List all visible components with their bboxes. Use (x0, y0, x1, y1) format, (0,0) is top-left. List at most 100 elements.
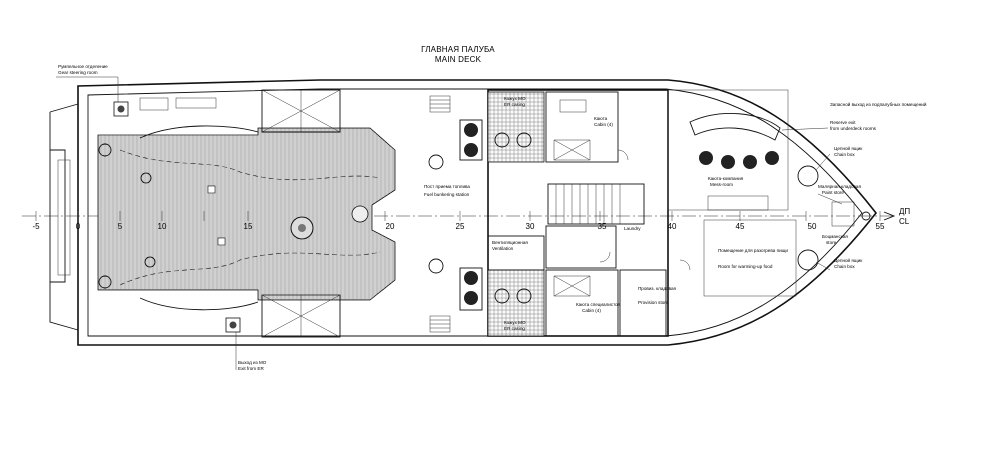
fuel-pump-bot-1 (464, 271, 478, 285)
capstan (351, 205, 369, 223)
label-chain-top-en: Chain box (834, 152, 855, 157)
frame-label: -5 (32, 222, 40, 231)
frame-label: 25 (456, 222, 465, 231)
coil-top (428, 154, 444, 170)
er-fan-bot-2 (516, 288, 532, 304)
frame-label: 0 (76, 222, 81, 231)
frame-label: 55 (876, 222, 885, 231)
frame-label: 5 (118, 222, 123, 231)
label-exit-er-ru: Выход из МО (238, 360, 267, 365)
label-laundry-en: Laundry (624, 226, 641, 231)
laundry-room (545, 225, 617, 269)
steering-rudder-top (117, 105, 125, 113)
label-paint-en: Paint store (822, 190, 844, 195)
frame-label: 10 (158, 222, 167, 231)
title-ru: ГЛАВНАЯ ПАЛУБА (421, 45, 495, 54)
roller-upper (139, 125, 259, 139)
er-fan-top-1 (494, 132, 510, 148)
messroom-sofa (689, 113, 781, 141)
label-fuel-ru: Пост приема топлива (424, 184, 470, 189)
label-provision-ru: Провиз. кладовая (638, 286, 677, 291)
label-cabin-bot-ru: Каюта специалистов (576, 302, 621, 307)
label-er-casing-bot-en: ER casing (504, 326, 525, 331)
title-en: MAIN DECK (435, 55, 482, 64)
label-er-casing-bot-ru: Кожух МО (504, 320, 526, 325)
steering-console (139, 97, 169, 111)
label-food-en: Room for warming-up food (718, 264, 773, 269)
frame-label: 45 (736, 222, 745, 231)
roller-lower (139, 297, 259, 311)
er-casing-bot-room (487, 269, 545, 337)
label-chain-bot-en: Chain box (834, 264, 855, 269)
centerline-arrow (883, 211, 896, 221)
mess-table-1 (699, 151, 713, 165)
cabin-bot-bunks (553, 275, 591, 297)
leader-chain-bot (815, 261, 831, 271)
frame-label: 30 (526, 222, 535, 231)
label-vent-ru: Вентиляционная (492, 240, 528, 245)
label-emergency-ru: Запасной выход из подпалубных помещений (830, 101, 927, 107)
label-food-ru: Помещение для разогрева пищи (718, 248, 788, 253)
frame-label: 15 (244, 222, 253, 231)
deck-fitting-1 (207, 185, 216, 194)
er-fan-top-2 (516, 132, 532, 148)
label-er-casing-top-en: ER casing (504, 102, 525, 107)
label-exit-er-en: Exit from ER (238, 366, 264, 371)
hull-outline (77, 79, 878, 346)
frame-label: 40 (668, 222, 677, 231)
label-cabin-top-en: Cabin (4) (594, 122, 613, 127)
door-arc-1 (617, 149, 629, 161)
centerline-label-ru: ДП (899, 207, 910, 216)
provision-room (619, 269, 667, 337)
leader-emergency (781, 127, 829, 131)
label-paint-ru: Малярная кладовая (818, 184, 861, 189)
fuel-unit-top (459, 119, 483, 161)
aft-deck-area (97, 127, 396, 301)
chain-box-top (797, 165, 819, 187)
frame-label: 35 (598, 222, 607, 231)
hull-inner-outline (87, 88, 863, 337)
cabin-top-desk (559, 99, 587, 113)
leader-chain-top (815, 153, 831, 171)
paint-store-box (831, 201, 855, 227)
frame-ticks (35, 211, 881, 221)
label-cabin-bot-en: Cabin (4) (582, 308, 601, 313)
bollard-aft-1 (98, 143, 112, 157)
label-fuel-en: Fuel bunkering station (424, 192, 470, 197)
cabin-top-room (545, 91, 619, 163)
door-arc-2 (599, 251, 611, 263)
label-chain-bot-ru: Цепной ящик (834, 257, 863, 263)
coil-bot (428, 258, 444, 274)
leader-steering (56, 76, 119, 102)
crane-hatch-top (261, 89, 341, 133)
bow-fitting (861, 211, 871, 221)
label-emergency-en1: Reserve exit (830, 120, 856, 125)
label-er-casing-top-ru: Кожух МО (504, 96, 526, 101)
cabin-top-bunks (553, 139, 591, 161)
label-messroom-en: Mess-room (710, 182, 733, 187)
er-casing-top-room (487, 91, 545, 163)
label-provision-en: Provision store (638, 300, 669, 305)
label-chain-top-ru: Цепной ящик (834, 145, 863, 151)
stern-hatch-top (175, 97, 217, 109)
label-emergency-en2: from underdeck rooms (830, 126, 877, 131)
mess-table-4 (765, 151, 779, 165)
label-boatswain-en: store (826, 240, 837, 245)
er-fan-bot-1 (494, 288, 510, 304)
mess-table-2 (721, 155, 735, 169)
galley-room (703, 219, 797, 297)
fuel-unit-bot (459, 267, 483, 311)
deck-route-lower (119, 251, 381, 286)
label-cabin-top-ru: Каюта (594, 116, 608, 121)
steering-rudder-bot (229, 321, 237, 329)
stairs-center (547, 183, 645, 225)
deck-fitting-2 (217, 237, 226, 246)
winch-hub (298, 224, 306, 232)
label-boatswain-ru: Боцманская (822, 234, 848, 239)
label-vent-en: Ventilation (492, 246, 514, 251)
label-messroom-ru: Каюта-компания (708, 176, 744, 181)
stern-box (57, 159, 71, 276)
ladder-aft-top (429, 95, 451, 113)
label-steering-ru: Румпельное отделение (58, 64, 108, 69)
